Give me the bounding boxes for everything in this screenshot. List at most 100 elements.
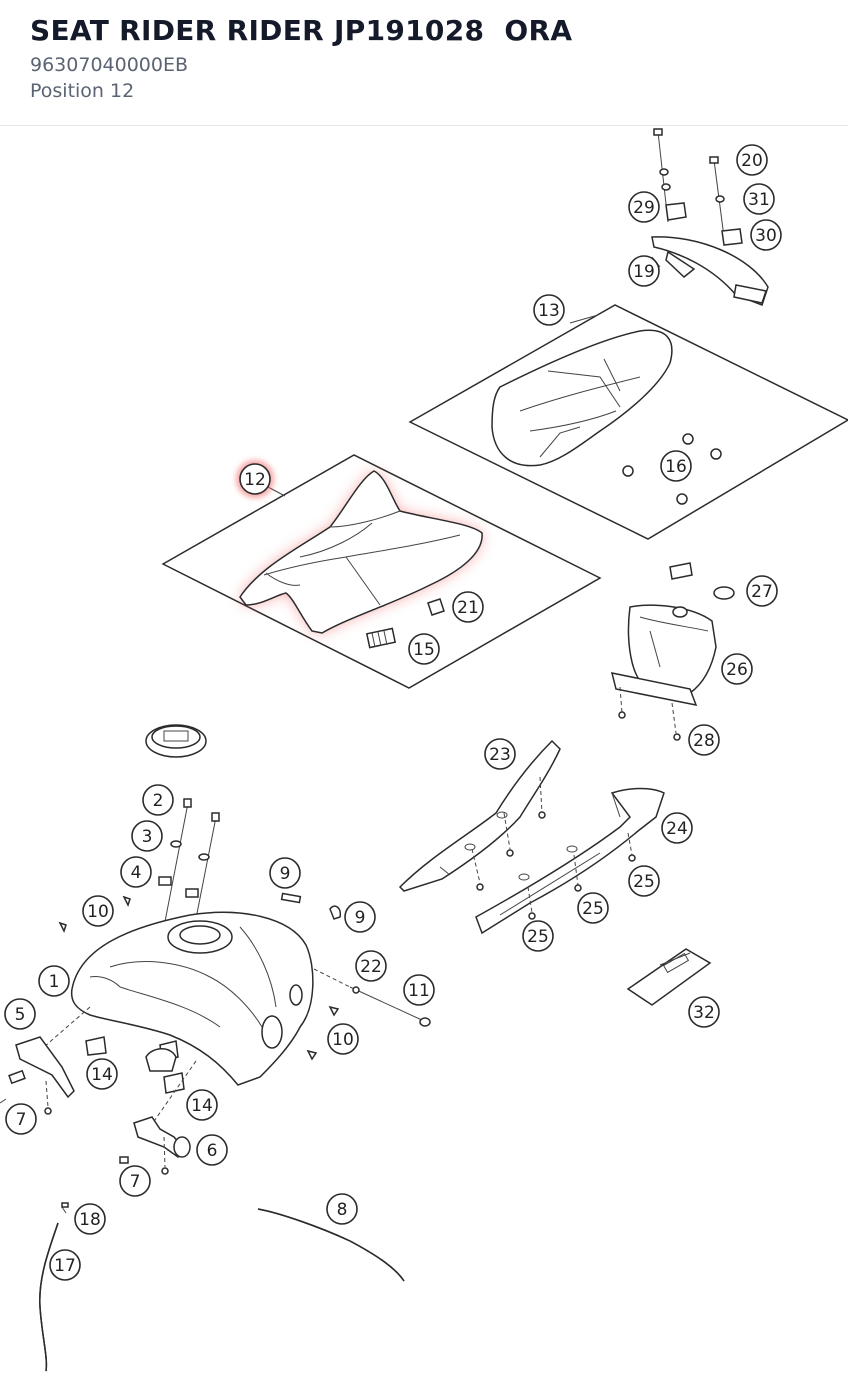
callout-32[interactable]: 32 — [688, 996, 720, 1028]
callout-circle — [355, 950, 387, 982]
passenger-seat-assembly — [408, 304, 848, 540]
callout-circle — [721, 653, 753, 685]
callout-27[interactable]: 27 — [746, 575, 778, 607]
callout-circle — [746, 575, 778, 607]
frame-rail-23 — [398, 739, 561, 892]
callout-number: 18 — [79, 1210, 101, 1230]
position-label: Position 12 — [30, 80, 135, 102]
callout-number: 25 — [633, 872, 655, 892]
callout-number: 5 — [15, 1005, 26, 1025]
callout-number: 3 — [142, 827, 153, 847]
callout-5[interactable]: 5 — [4, 998, 36, 1030]
callout-number: 9 — [280, 864, 291, 884]
callout-number: 25 — [527, 927, 549, 947]
callout-22[interactable]: 22 — [355, 950, 387, 982]
callout-16[interactable]: 16 — [660, 450, 692, 482]
callout-10[interactable]: 10 — [82, 895, 114, 927]
callout-10[interactable]: 10 — [327, 1023, 359, 1055]
callout-9[interactable]: 9 — [344, 901, 376, 933]
callout-circle — [661, 812, 693, 844]
long-bolt — [306, 968, 431, 1061]
callout-25[interactable]: 25 — [522, 920, 554, 952]
page-title: SEAT RIDER RIDER JP191028 ORA — [30, 14, 573, 47]
callout-28[interactable]: 28 — [688, 724, 720, 756]
callout-number: 12 — [244, 470, 266, 490]
callout-number: 1 — [49, 972, 60, 992]
callout-13[interactable]: 13 — [533, 294, 565, 326]
callout-1[interactable]: 1 — [38, 965, 70, 997]
callout-14[interactable]: 14 — [86, 1058, 118, 1090]
callout-number: 31 — [748, 190, 770, 210]
callout-number: 19 — [633, 262, 655, 282]
callout-circle — [403, 974, 435, 1006]
callout-number: 7 — [130, 1172, 141, 1192]
callout-circle — [688, 996, 720, 1028]
callout-number: 11 — [408, 981, 430, 1001]
fuel-cap — [145, 724, 207, 758]
callout-11[interactable]: 11 — [403, 974, 435, 1006]
callout-circle — [4, 998, 36, 1030]
callout-19[interactable]: 19 — [628, 255, 660, 287]
callout-circle — [38, 965, 70, 997]
callout-circle — [484, 738, 516, 770]
callout-30[interactable]: 30 — [750, 219, 782, 251]
callout-24[interactable]: 24 — [661, 812, 693, 844]
callout-2[interactable]: 2 — [142, 784, 174, 816]
callout-number: 17 — [54, 1256, 76, 1276]
callout-23[interactable]: 23 — [484, 738, 516, 770]
callout-number: 15 — [413, 640, 435, 660]
callout-29[interactable]: 29 — [628, 191, 660, 223]
callout-4[interactable]: 4 — [120, 856, 152, 888]
callout-circle — [327, 1023, 359, 1055]
callout-3[interactable]: 3 — [131, 820, 163, 852]
callout-number: 6 — [207, 1141, 218, 1161]
storage-box-assembly — [610, 562, 735, 741]
callout-circle — [750, 219, 782, 251]
callout-21[interactable]: 21 — [452, 591, 484, 623]
callout-number: 28 — [693, 731, 715, 751]
callout-18[interactable]: 18 — [74, 1203, 106, 1235]
callout-14[interactable]: 14 — [186, 1089, 218, 1121]
callout-circle — [120, 856, 152, 888]
callout-26[interactable]: 26 — [721, 653, 753, 685]
callout-circle — [269, 857, 301, 889]
tank-bracket-left — [0, 1006, 91, 1115]
callout-number: 2 — [153, 791, 164, 811]
callout-circle — [408, 633, 440, 665]
callout-circle — [74, 1203, 106, 1235]
tank-clips — [280, 892, 342, 920]
callout-6[interactable]: 6 — [196, 1134, 228, 1166]
callout-number: 32 — [693, 1003, 715, 1023]
callout-number: 16 — [665, 457, 687, 477]
cable-strip — [257, 1208, 405, 1282]
callout-number: 7 — [16, 1110, 27, 1130]
callout-circle — [86, 1058, 118, 1090]
drain-hose — [39, 1202, 69, 1372]
callout-31[interactable]: 31 — [743, 183, 775, 215]
exploded-parts-diagram: 2029313019131612212715262823224349251025… — [0, 128, 848, 1372]
callout-circle — [326, 1193, 358, 1225]
callout-17[interactable]: 17 — [49, 1249, 81, 1281]
callout-8[interactable]: 8 — [326, 1193, 358, 1225]
callout-7[interactable]: 7 — [119, 1165, 151, 1197]
callout-20[interactable]: 20 — [736, 144, 768, 176]
callout-circle — [196, 1134, 228, 1166]
callout-25[interactable]: 25 — [628, 865, 660, 897]
callout-15[interactable]: 15 — [408, 633, 440, 665]
callout-number: 10 — [87, 902, 109, 922]
callout-circle — [119, 1165, 151, 1197]
callout-circle — [131, 820, 163, 852]
fuel-tank — [70, 911, 314, 1094]
callout-number: 26 — [726, 660, 748, 680]
callout-circle — [522, 920, 554, 952]
frame-rail-24 — [475, 787, 665, 935]
callout-number: 22 — [360, 957, 382, 977]
callout-12[interactable]: 12 — [236, 460, 274, 498]
callout-circle — [49, 1249, 81, 1281]
callout-25[interactable]: 25 — [577, 892, 609, 924]
callout-9[interactable]: 9 — [269, 857, 301, 889]
grab-handle-assembly — [651, 128, 769, 306]
callout-7[interactable]: 7 — [5, 1103, 37, 1135]
callout-circle — [743, 183, 775, 215]
